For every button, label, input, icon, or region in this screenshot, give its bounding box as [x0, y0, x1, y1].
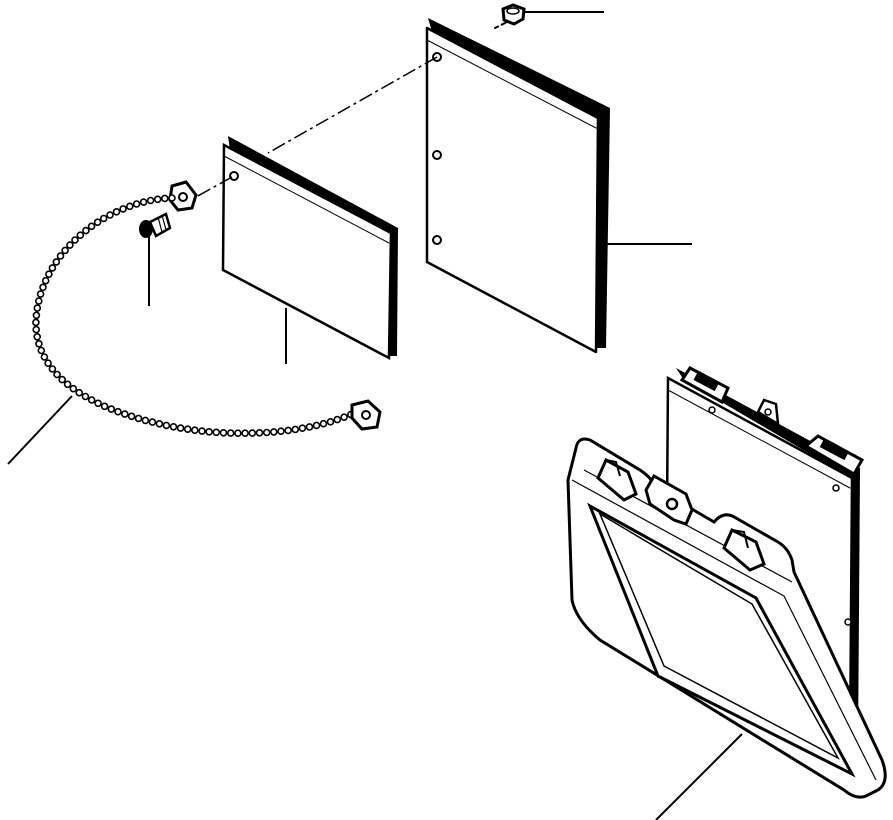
chain-bead — [162, 421, 171, 430]
chain-bead — [100, 402, 109, 411]
chain-bead — [32, 318, 40, 327]
chain-bead — [66, 241, 74, 249]
booklet-hole-middle — [432, 150, 442, 160]
booklet-hole-bottom — [432, 235, 442, 245]
chain-bead — [32, 325, 41, 334]
bead-chain — [32, 194, 355, 438]
chain-bead — [33, 304, 42, 312]
chain-bead — [234, 429, 242, 438]
chain-bead — [212, 428, 221, 437]
chain-bead — [119, 205, 127, 213]
chain-bead — [191, 426, 199, 435]
chain-bead — [75, 388, 83, 397]
chain-bead — [107, 405, 116, 413]
chain-bead — [35, 339, 43, 348]
chain-bead — [340, 413, 348, 422]
chain-bead — [155, 419, 164, 428]
holder-case — [566, 366, 887, 799]
small-booklet — [221, 136, 398, 361]
chain-bead — [41, 276, 50, 285]
chain-bead — [139, 198, 148, 206]
chain-bead — [226, 429, 235, 437]
small-booklet-hole — [229, 171, 239, 181]
chain-bead — [32, 311, 41, 320]
chain-bead — [168, 194, 176, 202]
chain-bead — [319, 419, 328, 428]
chain-bead — [298, 424, 307, 433]
chain-bead — [127, 412, 136, 421]
chain-bead — [305, 423, 314, 431]
large-booklet — [425, 18, 610, 354]
screw — [139, 212, 172, 238]
chain-bead — [61, 246, 69, 255]
chain-bead — [141, 416, 150, 425]
chain-bead — [52, 258, 61, 266]
chain-bead — [114, 407, 122, 416]
chain-bead — [161, 194, 169, 203]
chain-bead — [76, 231, 85, 239]
chain-bead — [219, 428, 228, 437]
chain-bead — [153, 195, 162, 204]
chain-bead — [33, 332, 42, 341]
chain-bead — [69, 384, 78, 393]
upper-washer — [494, 3, 526, 29]
chain-bead — [45, 270, 53, 279]
chain-bead — [312, 421, 321, 430]
chain-bead — [40, 353, 49, 361]
chain-bead — [87, 396, 96, 404]
chain-bead — [71, 236, 79, 244]
chain-end-clip — [350, 399, 382, 431]
chain-bead — [82, 226, 90, 235]
chain-bead — [277, 427, 285, 436]
chain-bead — [39, 283, 47, 292]
leader-line-chain — [7, 395, 73, 465]
chain-bead — [53, 370, 61, 379]
chain-bead — [148, 418, 157, 426]
chain-bead — [255, 428, 264, 437]
chain-bead — [94, 399, 102, 408]
chain-bead — [58, 375, 67, 384]
leader-lines — [7, 11, 743, 820]
chain-bead — [44, 359, 52, 368]
chain-bead — [87, 222, 96, 231]
chain-bead — [106, 211, 114, 219]
chain-bead — [134, 414, 143, 423]
chain-bead — [269, 428, 278, 436]
chain-bead — [333, 415, 342, 424]
chain-bead — [176, 424, 185, 432]
chain-bead — [48, 365, 57, 373]
assembly-center-line — [195, 56, 438, 198]
chain-bead — [284, 426, 293, 435]
chain-bead — [99, 214, 108, 223]
chain-bead — [248, 429, 257, 437]
chain-bead — [326, 417, 335, 426]
chain-bead — [48, 264, 57, 272]
leader-line-holder-case — [655, 733, 743, 820]
chain-bead — [37, 346, 46, 355]
chain-bead — [93, 218, 102, 226]
chain-bead — [183, 425, 192, 434]
chain-bead — [56, 252, 65, 260]
chain-bead — [81, 392, 90, 401]
chain-bead — [121, 410, 129, 418]
chain-bead — [198, 427, 206, 435]
chain-bead — [146, 196, 155, 205]
chain-bead — [205, 427, 213, 436]
chain-bead — [126, 202, 134, 211]
chain-bead — [63, 380, 72, 389]
chain-bead — [262, 428, 271, 437]
chain-bead — [169, 422, 178, 431]
chain-bead — [291, 425, 300, 434]
chain-bead — [34, 297, 43, 305]
chain-bead — [36, 290, 45, 298]
chain-bead — [132, 200, 141, 208]
chain-bead — [241, 429, 249, 438]
chain-bead — [112, 208, 121, 216]
chain-clip — [168, 180, 198, 212]
